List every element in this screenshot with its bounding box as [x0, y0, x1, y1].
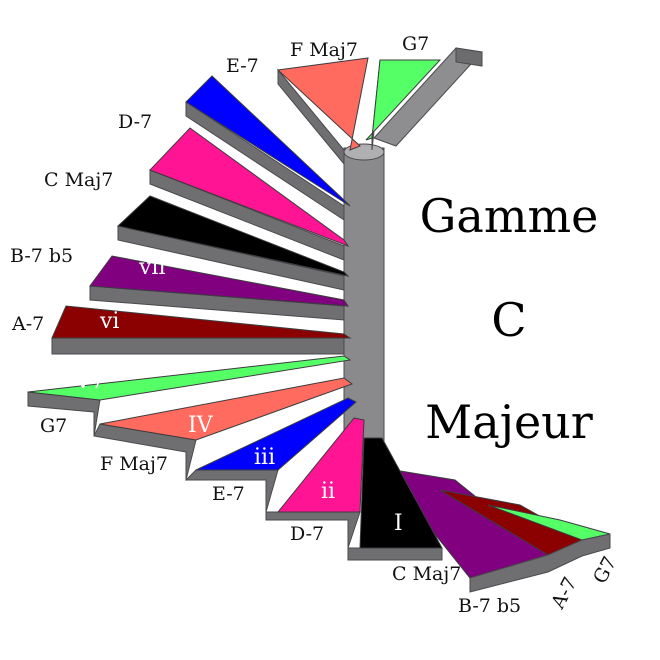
step-tread: [359, 437, 443, 549]
step-chord-label: F Maj7: [100, 453, 168, 475]
step-tread: [276, 417, 365, 513]
step-tread: [89, 255, 349, 307]
step-chord-label: A-7: [11, 313, 44, 335]
step-chord-label: G7: [40, 415, 67, 437]
step-riser: [149, 169, 345, 261]
title-line-majeur: Majeur: [425, 395, 593, 449]
step-chord-label: C Maj7: [44, 169, 113, 191]
step-tread: [149, 127, 350, 248]
step-riser: [277, 68, 345, 166]
step-tread: [99, 377, 354, 441]
central-pole: [343, 147, 385, 449]
title-line-gamme: Gamme: [420, 189, 599, 243]
title-line-c: C: [491, 293, 526, 347]
step-chord-label: E-7: [212, 483, 245, 505]
lower-riser: [469, 533, 611, 593]
step-chord-label: D-7: [290, 523, 324, 545]
step-numeral: vi: [99, 309, 119, 334]
step-chord-label: F Maj7: [290, 39, 358, 61]
step-tread: [116, 195, 350, 277]
step-riser: [347, 547, 443, 561]
step-numeral: V7: [74, 369, 105, 394]
step-tread: [276, 57, 369, 151]
step-tread: [27, 355, 352, 401]
top-handrail-side: [455, 47, 483, 67]
step-riser: [117, 225, 345, 291]
step-chord-label: E-7: [226, 55, 259, 77]
step-tread: [195, 397, 357, 471]
step-chord-label: B-7 b5: [10, 245, 73, 267]
step-tread: [365, 59, 442, 141]
step-chord-label: D-7: [118, 111, 152, 133]
step-riser: [51, 337, 345, 355]
chord-label-g7-bottom: G7: [589, 553, 621, 587]
chord-label-a7-bottom: A-7: [547, 574, 582, 614]
step-riser: [185, 101, 345, 221]
central-pole-top: [343, 143, 385, 161]
step-chord-label: C Maj7: [392, 563, 461, 585]
chord-label-b7b5-bottom: B-7 b5: [458, 595, 521, 617]
step-chord-label: G7: [402, 33, 429, 55]
step-numeral: vii: [138, 255, 166, 280]
step-tread: [185, 75, 351, 207]
steps-layer: [27, 57, 443, 561]
step-tread: [51, 305, 352, 339]
step-numeral: IV: [188, 413, 214, 438]
step-numeral: I: [394, 511, 403, 536]
step-numeral: ii: [321, 479, 335, 504]
step-numeral: iii: [254, 445, 275, 470]
